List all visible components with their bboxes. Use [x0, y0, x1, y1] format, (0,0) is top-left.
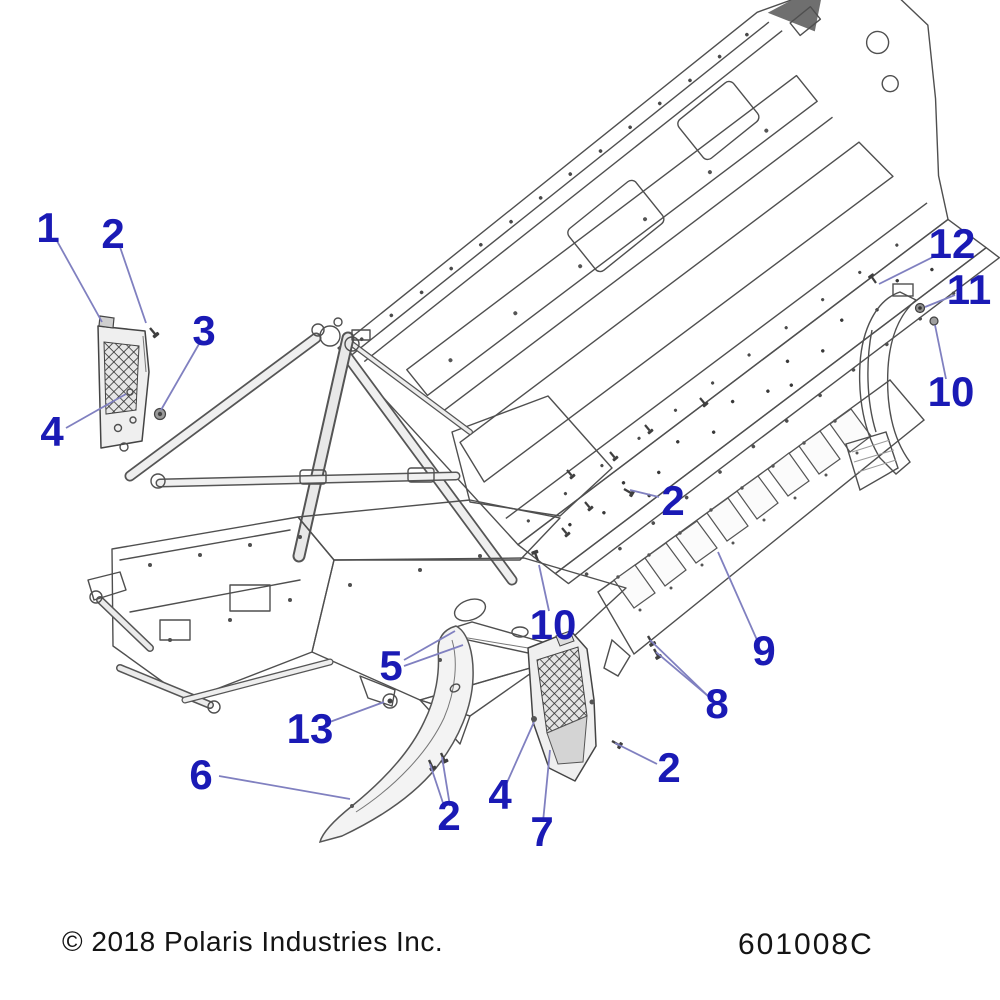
callout-2-upper: 2 [101, 210, 124, 257]
tunnel-rivets-top-edge [359, 32, 749, 341]
copyright-text: © 2018 Polaris Industries Inc. [62, 926, 444, 957]
tunnel-assembly [337, 0, 1000, 585]
panel-clip [98, 315, 115, 329]
callout-10-right: 10 [928, 368, 975, 415]
screw-2-mid [623, 487, 635, 498]
mesh-panel-lower [527, 630, 597, 782]
grommet-hole [387, 698, 393, 704]
frame-bolts [148, 535, 482, 642]
callout-7: 7 [530, 808, 553, 855]
side-rail-bracket [845, 283, 918, 492]
callout-2-mid: 2 [661, 477, 684, 524]
callout-13: 13 [287, 705, 334, 752]
part-number: 601008C [738, 928, 874, 961]
leader-lines [56, 240, 956, 823]
callout-labels: 1 2 3 4 12 11 10 2 9 8 10 5 13 6 2 4 7 2 [36, 204, 991, 855]
callout-6: 6 [189, 751, 212, 798]
callout-10-mid: 10 [530, 601, 577, 648]
callout-1: 1 [36, 204, 59, 251]
callout-2-bl: 2 [437, 792, 460, 839]
screw-2-upper [149, 327, 160, 339]
mesh-panel-upper [97, 315, 150, 452]
tunnel-rivets-band [568, 267, 934, 527]
running-board-windows [613, 408, 872, 609]
callout-4-upper: 4 [40, 408, 64, 455]
bolt-10-mid [531, 549, 540, 562]
callout-5: 5 [379, 642, 402, 689]
running-board-bumps [616, 419, 859, 612]
callout-2-br: 2 [657, 744, 680, 791]
callout-3: 3 [192, 307, 215, 354]
callout-8: 8 [705, 680, 728, 727]
callout-4-lower: 4 [488, 771, 512, 818]
callout-12: 12 [929, 220, 976, 267]
callout-11: 11 [947, 266, 991, 313]
rivet-12 [868, 273, 877, 284]
nut-3 [153, 407, 167, 421]
bolt-10-right [929, 316, 939, 326]
running-board [597, 379, 925, 677]
tunnel-rear-notch [767, 0, 825, 32]
tunnel-channel-bolts [448, 128, 769, 363]
loose-rivets [561, 397, 709, 538]
fasteners [149, 273, 939, 772]
callout-9: 9 [752, 627, 775, 674]
chassis-frame [87, 317, 627, 745]
tunnel-rivets-flange [584, 291, 956, 576]
bolt-11 [914, 302, 926, 314]
tunnel-rivets-fold [526, 243, 899, 523]
